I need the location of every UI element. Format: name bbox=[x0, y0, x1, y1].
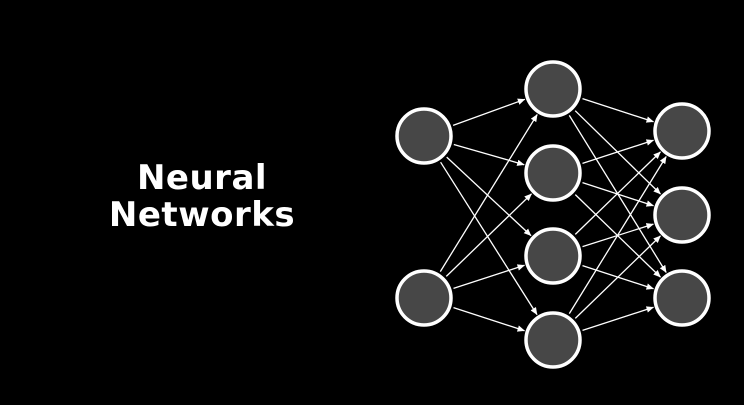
edge-l1-n3-to-n0 bbox=[568, 156, 667, 314]
edge-l0-n1-to-n0 bbox=[439, 114, 538, 272]
nodes bbox=[395, 60, 711, 369]
edge-l1-n1-to-n1 bbox=[582, 181, 654, 207]
node-layer1-2 bbox=[524, 227, 582, 285]
edge-l1-n3-to-n1 bbox=[574, 235, 661, 319]
edge-l0-n0-to-n1 bbox=[453, 143, 525, 166]
edge-l1-n1-to-n0 bbox=[582, 139, 654, 165]
edge-l1-n3-to-n2 bbox=[582, 306, 654, 332]
node-layer0-1 bbox=[395, 269, 453, 327]
title-line-2: Networks bbox=[108, 195, 296, 235]
connections bbox=[439, 97, 667, 332]
edge-l0-n0-to-n0 bbox=[452, 98, 526, 127]
node-layer2-2 bbox=[653, 269, 711, 327]
diagram-title: Neural Networks bbox=[92, 160, 312, 234]
edge-l0-n1-to-n2 bbox=[453, 264, 525, 290]
edge-l0-n1-to-n1 bbox=[445, 193, 532, 277]
node-layer1-0 bbox=[524, 60, 582, 118]
edge-l1-n2-to-n0 bbox=[574, 151, 661, 235]
node-layer1-3 bbox=[524, 311, 582, 369]
edge-l0-n1-to-n3 bbox=[453, 306, 525, 332]
edge-l0-n0-to-n3 bbox=[440, 161, 538, 316]
edge-l0-n0-to-n2 bbox=[446, 156, 532, 237]
node-layer1-1 bbox=[524, 144, 582, 202]
edge-l1-n0-to-n0 bbox=[582, 97, 654, 123]
node-layer2-1 bbox=[653, 186, 711, 244]
node-layer2-0 bbox=[653, 102, 711, 160]
node-layer0-0 bbox=[395, 107, 453, 165]
title-line-1: Neural bbox=[136, 158, 268, 198]
